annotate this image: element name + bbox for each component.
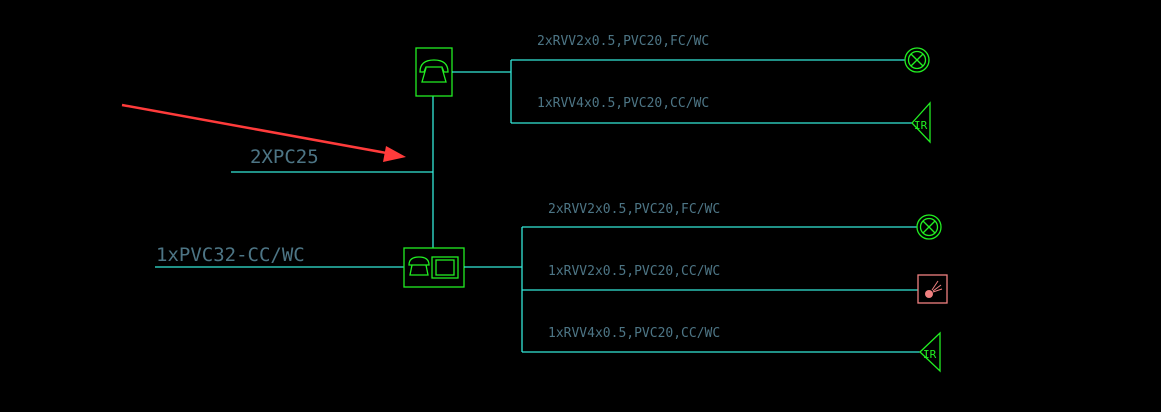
data-socket-icon — [431, 256, 459, 279]
telephone-outlet[interactable] — [415, 47, 453, 97]
telephone-data-outlet[interactable] — [403, 247, 465, 288]
svg-text:IR: IR — [914, 119, 928, 132]
svg-text:IR: IR — [923, 348, 937, 361]
cable-label: 1xRVV4x0.5,PVC20,CC/WC — [548, 326, 720, 341]
riser-conduit-label: 2XPC25 — [250, 146, 319, 168]
incoming-conduit-label: 1xPVC32-CC/WC — [156, 244, 305, 266]
telephone-icon — [419, 59, 449, 83]
cable-label: 2xRVV2x0.5,PVC20,FC/WC — [548, 202, 720, 217]
cable-label: 2xRVV2x0.5,PVC20,FC/WC — [537, 34, 709, 49]
smoke-detector-icon[interactable] — [917, 274, 948, 304]
cable-label: 1xRVV2x0.5,PVC20,CC/WC — [548, 264, 720, 279]
ir-sensor-icon[interactable]: IR — [919, 331, 941, 373]
lamp-icon[interactable] — [904, 47, 930, 73]
lamp-icon[interactable] — [916, 214, 942, 240]
annotation-arrow — [121, 103, 406, 162]
ir-sensor-icon[interactable]: IR — [911, 101, 931, 144]
cable-label: 1xRVV4x0.5,PVC20,CC/WC — [537, 96, 709, 111]
telephone-icon — [408, 256, 430, 276]
